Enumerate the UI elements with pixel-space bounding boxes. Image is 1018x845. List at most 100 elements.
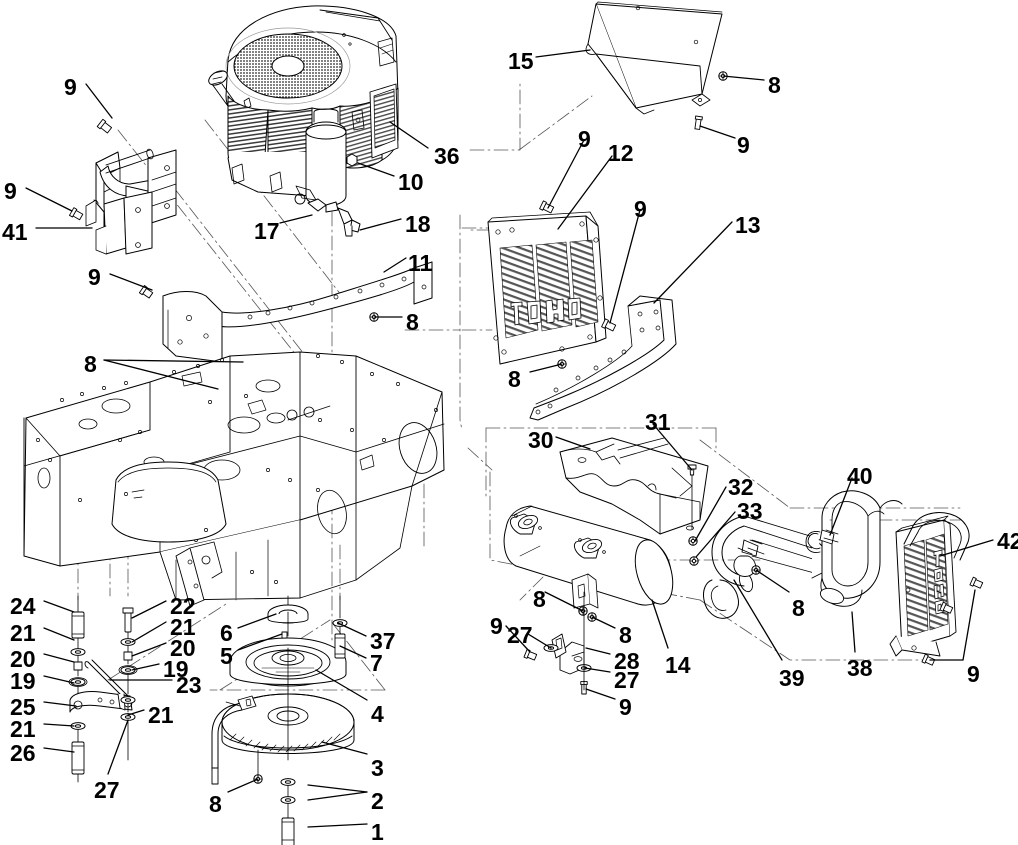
callout-36-c36[interactable]: 36 xyxy=(434,143,460,169)
callout-25-c25[interactable]: 25 xyxy=(10,694,36,720)
callout-33-c33[interactable]: 33 xyxy=(737,498,763,524)
leader-line-l40 xyxy=(829,477,853,536)
callout-9-c9d[interactable]: 9 xyxy=(737,132,750,158)
callout-12-c12[interactable]: 12 xyxy=(608,140,634,166)
callout-21-c21a[interactable]: 21 xyxy=(10,620,36,646)
callout-22-c22[interactable]: 22 xyxy=(170,593,196,619)
callout-4-c4[interactable]: 4 xyxy=(371,701,384,727)
leader-line-l21b xyxy=(43,723,75,727)
callout-26-c26[interactable]: 26 xyxy=(10,740,36,766)
leader-line-l6 xyxy=(237,613,277,629)
callout-13-c13[interactable]: 13 xyxy=(735,212,761,238)
callout-37-c37[interactable]: 37 xyxy=(370,628,396,654)
leader-line-l19a xyxy=(43,675,75,684)
frame-bracket-plate xyxy=(175,541,223,607)
leader-line-l36 xyxy=(389,121,429,149)
leader-line-l8e xyxy=(755,569,790,593)
leader-line-l11 xyxy=(383,257,407,273)
callout-9-c9i[interactable]: 9 xyxy=(619,694,632,720)
callout-21-c21c[interactable]: 21 xyxy=(170,614,196,640)
leader-line-l20a xyxy=(43,653,75,663)
leader-line-l19b xyxy=(131,663,160,671)
callout-8-c8d[interactable]: 8 xyxy=(508,366,521,392)
leader-line-l20b xyxy=(131,642,167,657)
leader-line-l9g2 xyxy=(962,589,976,661)
callout-19-c19b[interactable]: 19 xyxy=(163,656,189,682)
callout-23-c23[interactable]: 23 xyxy=(176,672,202,698)
callout-39-c39[interactable]: 39 xyxy=(779,665,805,691)
leader-line-l9c xyxy=(109,273,153,291)
callout-9-c9e[interactable]: 9 xyxy=(578,126,591,152)
heat-shield-30 xyxy=(559,437,709,535)
callout-11-c11[interactable]: 11 xyxy=(408,250,433,276)
bolt-7-stack xyxy=(332,595,348,659)
callout-40-c40[interactable]: 40 xyxy=(847,463,873,489)
callout-8-c8f[interactable]: 8 xyxy=(533,586,546,612)
leader-line-l24 xyxy=(43,600,75,613)
callout-9-c9b[interactable]: 9 xyxy=(4,178,17,204)
callout-8-c8g[interactable]: 8 xyxy=(619,622,632,648)
leader-line-l8f xyxy=(544,591,584,612)
callout-1-c1[interactable]: 1 xyxy=(371,819,384,845)
callout-32-c32[interactable]: 32 xyxy=(728,474,754,500)
callout-20-c20b[interactable]: 20 xyxy=(170,635,196,661)
nut-10 xyxy=(346,153,358,167)
callout-42-c42[interactable]: 42 xyxy=(997,528,1018,554)
leader-line-l25 xyxy=(43,701,77,707)
callout-9-c9f[interactable]: 9 xyxy=(634,196,647,222)
bolt-24 xyxy=(71,611,85,639)
callout-9-c9g[interactable]: 9 xyxy=(967,661,980,687)
callout-9-c9a[interactable]: 9 xyxy=(64,74,77,100)
callout-27-c27c[interactable]: 27 xyxy=(94,777,120,803)
leader-line-l32 xyxy=(694,486,727,542)
callout-8-c8e[interactable]: 8 xyxy=(792,595,805,621)
washer-2-lower xyxy=(280,796,296,804)
callout-2-c2[interactable]: 2 xyxy=(371,788,384,814)
callout-6-c6[interactable]: 6 xyxy=(220,620,233,646)
idler-stack-left xyxy=(68,595,88,783)
callout-31-c31[interactable]: 31 xyxy=(645,409,671,435)
leader-line-l9b xyxy=(25,187,73,212)
callout-10-c10[interactable]: 10 xyxy=(398,169,424,195)
exhaust-clamp-33 xyxy=(733,539,765,577)
callout-9-c9c[interactable]: 9 xyxy=(88,264,101,290)
heat-shield-15 xyxy=(585,1,723,115)
leader-line-l9h xyxy=(505,625,531,653)
callout-8-c8b[interactable]: 8 xyxy=(84,351,97,377)
callout-28-c28[interactable]: 28 xyxy=(614,648,640,674)
callout-17-c17[interactable]: 17 xyxy=(254,218,280,244)
callout-30-c30[interactable]: 30 xyxy=(528,427,554,453)
callout-8-c8a[interactable]: 8 xyxy=(406,309,419,335)
callout-27-c27a[interactable]: 27 xyxy=(507,622,533,648)
washer-21-a xyxy=(70,648,86,656)
callout-9-c9h[interactable]: 9 xyxy=(490,613,503,639)
leader-line-l21a xyxy=(43,627,75,641)
callout-21-c21b[interactable]: 21 xyxy=(10,716,36,742)
leader-line-l28 xyxy=(585,647,611,655)
pulley-clutch-stack xyxy=(211,595,355,845)
bushing-19-a xyxy=(70,678,86,686)
fuel-valve-18 xyxy=(337,207,361,237)
callout-8-c8c[interactable]: 8 xyxy=(768,72,781,98)
callout-18-c18[interactable]: 18 xyxy=(405,211,431,237)
leader-line-l9a xyxy=(85,83,113,119)
leader-line-l27c xyxy=(107,719,129,775)
callout-5-c5[interactable]: 5 xyxy=(220,643,233,669)
callout-7-c7[interactable]: 7 xyxy=(370,650,383,676)
callout-8-c8h[interactable]: 8 xyxy=(209,791,222,817)
callout-27-c27b[interactable]: 27 xyxy=(614,667,640,693)
leader-line-l7 xyxy=(339,645,367,659)
callout-21-c21d[interactable]: 21 xyxy=(148,702,174,728)
callout-38-c38[interactable]: 38 xyxy=(847,655,873,681)
leader-line-l26 xyxy=(43,747,75,753)
washer-21-d xyxy=(120,696,136,704)
callout-20-c20a[interactable]: 20 xyxy=(10,646,36,672)
callout-41-c41[interactable]: 41 xyxy=(2,219,28,245)
callout-24-c24[interactable]: 24 xyxy=(10,593,36,619)
callout-14-c14[interactable]: 14 xyxy=(665,652,691,678)
callout-3-c3[interactable]: 3 xyxy=(371,755,384,781)
leader-lines xyxy=(25,49,994,828)
callout-19-c19a[interactable]: 19 xyxy=(10,668,36,694)
callout-15-c15[interactable]: 15 xyxy=(508,48,534,74)
